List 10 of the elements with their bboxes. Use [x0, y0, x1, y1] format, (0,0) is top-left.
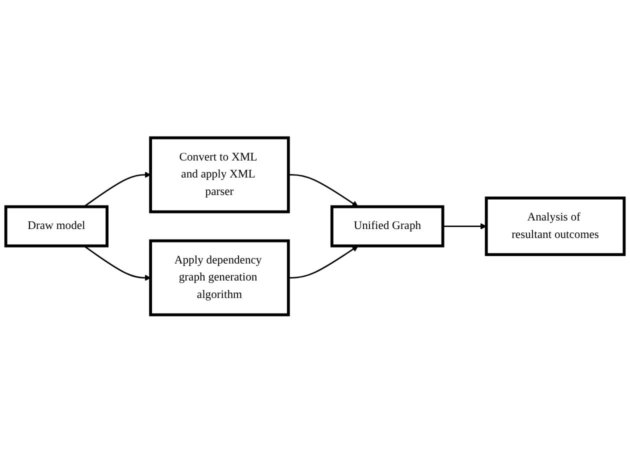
node-box: Convert to XML and apply XML parser — [149, 136, 290, 213]
arrow — [442, 222, 487, 230]
arrow — [84, 171, 151, 207]
node-box: Apply dependency graph generation algorithm — [149, 239, 290, 316]
arrow — [84, 244, 151, 281]
arrow — [288, 245, 358, 278]
node-box: Unified Graph — [330, 204, 444, 248]
arrow — [288, 174, 358, 207]
node-box: Draw model — [4, 204, 108, 248]
node-box: Analysis of resultant outcomes — [484, 196, 626, 256]
